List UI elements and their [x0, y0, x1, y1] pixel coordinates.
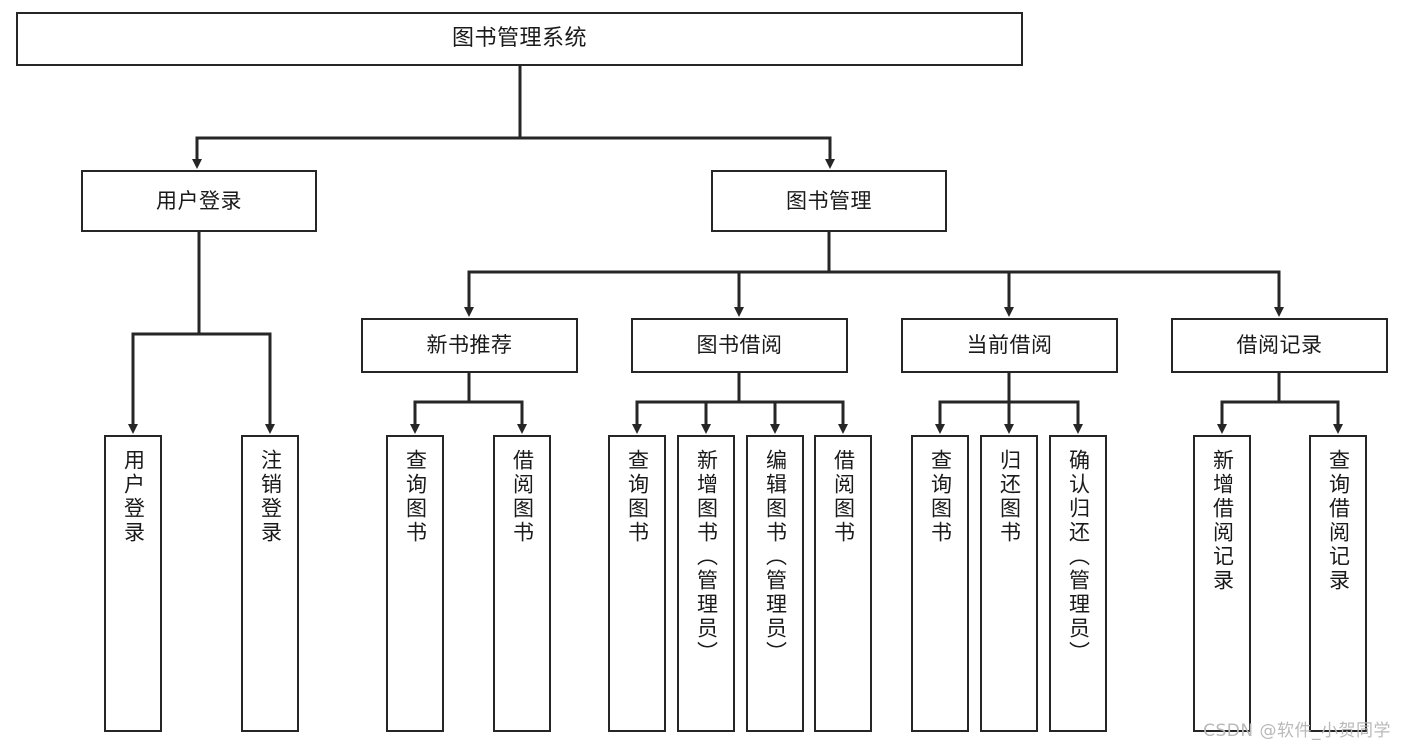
leaf-borrow-record-query[interactable]: 查询借阅记录: [1309, 435, 1367, 732]
leaf-book-borrow-add[interactable]: 新增图书（管理员）: [677, 435, 735, 732]
node-user-login[interactable]: 用户登录: [81, 170, 317, 232]
leaf-current-borrow-query-label: 查询图书: [928, 449, 953, 545]
leaf-book-borrow-query[interactable]: 查询图书: [608, 435, 666, 732]
node-current-borrow-label: 当前借阅: [966, 333, 1053, 358]
leaf-borrow-record-add-label: 新增借阅记录: [1210, 449, 1235, 593]
leaf-user-login-login[interactable]: 用户登录: [104, 435, 162, 732]
leaf-current-borrow-return[interactable]: 归还图书: [980, 435, 1038, 732]
leaf-user-login-logout[interactable]: 注销登录: [241, 435, 299, 732]
leaf-new-book-query-label: 查询图书: [403, 449, 428, 545]
leaf-book-borrow-edit[interactable]: 编辑图书（管理员）: [746, 435, 804, 732]
node-book-manage[interactable]: 图书管理: [711, 170, 947, 232]
node-new-book-recommend-label: 新书推荐: [426, 333, 513, 358]
leaf-book-borrow-query-label: 查询图书: [625, 449, 650, 545]
leaf-book-borrow-edit-label: 编辑图书（管理员）: [763, 449, 788, 665]
leaf-user-login-logout-label: 注销登录: [258, 449, 283, 545]
connectors: [128, 64, 1343, 434]
leaf-book-borrow-add-label: 新增图书（管理员）: [694, 449, 719, 665]
node-book-borrow-label: 图书借阅: [696, 333, 783, 358]
node-root[interactable]: 图书管理系统: [16, 12, 1023, 66]
node-root-label: 图书管理系统: [451, 26, 587, 52]
leaf-current-borrow-query[interactable]: 查询图书: [911, 435, 969, 732]
leaf-book-borrow-borrow-label: 借阅图书: [831, 449, 856, 545]
node-user-login-label: 用户登录: [156, 188, 242, 213]
leaf-borrow-record-add[interactable]: 新增借阅记录: [1193, 435, 1251, 732]
leaf-new-book-borrow-label: 借阅图书: [510, 449, 535, 545]
leaf-current-borrow-confirm-label: 确认归还（管理员）: [1066, 449, 1091, 665]
watermark: CSDN @软件_小贺同学: [1203, 721, 1391, 741]
node-current-borrow[interactable]: 当前借阅: [901, 318, 1118, 373]
leaf-book-borrow-borrow[interactable]: 借阅图书: [814, 435, 872, 732]
node-borrow-record[interactable]: 借阅记录: [1171, 318, 1388, 373]
leaf-new-book-query[interactable]: 查询图书: [386, 435, 444, 732]
leaf-current-borrow-confirm[interactable]: 确认归还（管理员）: [1049, 435, 1107, 732]
leaf-current-borrow-return-label: 归还图书: [997, 449, 1022, 545]
node-borrow-record-label: 借阅记录: [1236, 333, 1323, 358]
node-book-manage-label: 图书管理: [786, 188, 872, 213]
node-book-borrow[interactable]: 图书借阅: [631, 318, 848, 373]
leaf-new-book-borrow[interactable]: 借阅图书: [493, 435, 551, 732]
leaf-user-login-login-label: 用户登录: [121, 449, 146, 545]
node-new-book-recommend[interactable]: 新书推荐: [361, 318, 578, 373]
leaf-borrow-record-query-label: 查询借阅记录: [1326, 449, 1351, 593]
